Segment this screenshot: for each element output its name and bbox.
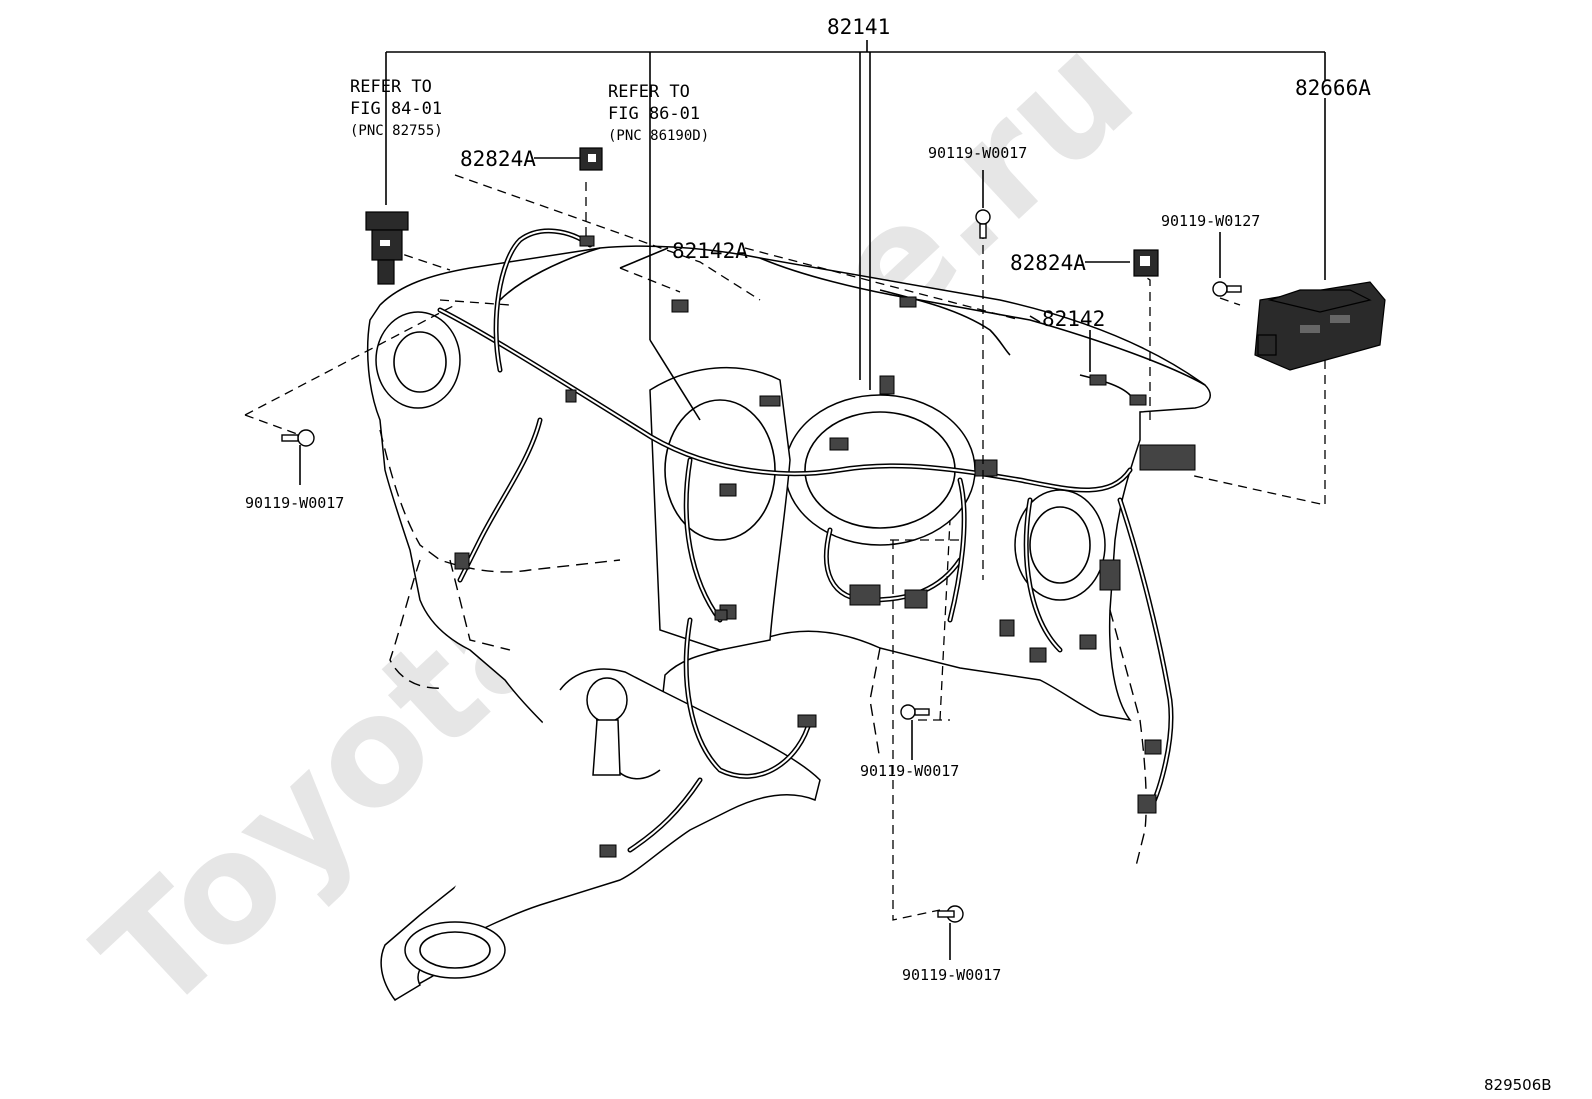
connector [1029,647,1047,663]
refer-part-82755 [365,211,409,285]
connector [1129,394,1147,406]
label-bolt-left: 90119-W0017 [245,494,344,512]
connector [1099,559,1121,591]
reference-middle-line1: REFER TO [608,82,690,102]
dashboard-outline [366,245,1211,1002]
label-harness: 82142 [1042,307,1105,331]
label-bolt-center: 90119-W0017 [860,762,959,780]
reference-middle-line2: FIG 86-01 [608,104,700,124]
figure-code: 829506B [1484,1076,1552,1094]
labels: 82141 82666A 82142A 82142 82824A 82824A … [245,15,1552,1094]
clamp-icon [1133,249,1159,277]
connector [759,395,781,407]
connector [904,589,928,609]
connector [579,235,595,247]
connector [829,437,849,451]
connector [719,483,737,497]
connector [671,299,689,313]
reference-middle-line3: (PNC 86190D) [608,128,709,144]
cup-holder [404,921,506,979]
connector [899,296,917,308]
connector [1144,739,1162,755]
bolt-icon [975,209,991,239]
junction-block-icon [1254,281,1386,371]
label-clamp-right: 82824A [1010,251,1086,275]
bolt-icon [900,704,930,720]
connector [454,552,470,570]
label-junction-block: 82666A [1295,76,1371,100]
label-bolt-right: 90119-W0127 [1161,212,1260,230]
reference-left-line1: REFER TO [350,77,432,97]
parts [365,147,1386,371]
connector [714,609,728,621]
label-bolt-bottom: 90119-W0017 [902,966,1001,984]
connector [1079,634,1097,650]
dashed-leaders [244,174,1326,921]
label-harness-a: 82142A [672,239,748,263]
connector [1137,794,1157,814]
connector [879,375,895,395]
bolt-icon [937,905,964,923]
connector [999,619,1015,637]
connector [599,844,617,858]
connector [565,389,577,403]
bolts [281,209,1242,923]
reference-left: REFER TO FIG 84-01 (PNC 82755) [350,77,443,139]
leader-lines [299,40,1326,960]
left-vent [375,311,461,409]
label-bolt-top: 90119-W0017 [928,144,1027,162]
connector [1089,374,1107,386]
bolt-icon [281,429,315,447]
connector [797,714,817,728]
bolt-icon [1212,281,1242,297]
connector [849,584,881,606]
connectors [454,235,1196,858]
connector-block [1139,444,1196,471]
connector [974,459,998,477]
clamp-icon [579,147,603,171]
reference-left-line2: FIG 84-01 [350,99,442,119]
reference-middle: REFER TO FIG 86-01 (PNC 86190D) [608,82,709,144]
label-main-harness: 82141 [827,15,890,39]
reference-left-line3: (PNC 82755) [350,123,443,139]
label-clamp-left: 82824A [460,147,536,171]
shift-knob [586,677,628,723]
